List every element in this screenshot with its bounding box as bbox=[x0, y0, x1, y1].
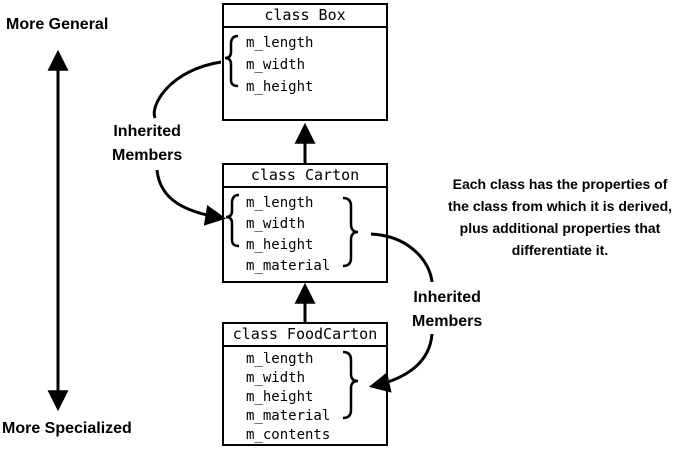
class-foodcarton-member: m_contents bbox=[246, 427, 331, 443]
inherited-members-label-2-line1: Inherited bbox=[413, 289, 481, 306]
class-carton-member: m_height bbox=[246, 237, 314, 253]
class-foodcarton-member: m_height bbox=[246, 389, 314, 405]
class-foodcarton-member: m_width bbox=[246, 370, 306, 386]
class-carton-member: m_width bbox=[246, 216, 306, 232]
explanation-note-line4: differentiate it. bbox=[511, 242, 609, 258]
class-foodcarton-member: m_material bbox=[246, 408, 331, 424]
class-box: class Box m_length m_width m_height bbox=[222, 3, 388, 121]
inherited-members-label-2: Inherited Members bbox=[412, 286, 482, 334]
inherited-members-label-1-line1: Inherited bbox=[113, 123, 181, 140]
class-box-member: m_length bbox=[246, 35, 314, 51]
more-specialized-label: More Specialized bbox=[2, 420, 132, 437]
more-general-label: More General bbox=[6, 16, 109, 33]
explanation-note-line2: the class from which it is derived, bbox=[447, 198, 673, 214]
explanation-note-line3: plus additional properties that bbox=[459, 220, 661, 236]
class-carton: class Carton m_length m_width m_height m… bbox=[222, 163, 388, 283]
class-box-member: m_width bbox=[246, 57, 306, 73]
class-carton-member: m_material bbox=[246, 258, 331, 274]
class-carton-member: m_length bbox=[246, 195, 314, 211]
class-foodcarton-title: class FoodCarton bbox=[224, 324, 386, 347]
class-box-title: class Box bbox=[224, 5, 386, 28]
class-carton-title: class Carton bbox=[224, 165, 386, 188]
inherited-members-label-2-line2: Members bbox=[412, 313, 483, 330]
explanation-note-line1: Each class has the properties of bbox=[452, 176, 668, 192]
inherited-members-label-1-line2: Members bbox=[112, 147, 183, 164]
class-foodcarton-member: m_length bbox=[246, 351, 314, 367]
inherited-members-label-1: Inherited Members bbox=[112, 120, 182, 168]
class-box-member: m_height bbox=[246, 79, 314, 95]
class-foodcarton: class FoodCarton m_length m_width m_heig… bbox=[222, 322, 388, 446]
explanation-note: Each class has the properties of the cla… bbox=[442, 173, 678, 261]
